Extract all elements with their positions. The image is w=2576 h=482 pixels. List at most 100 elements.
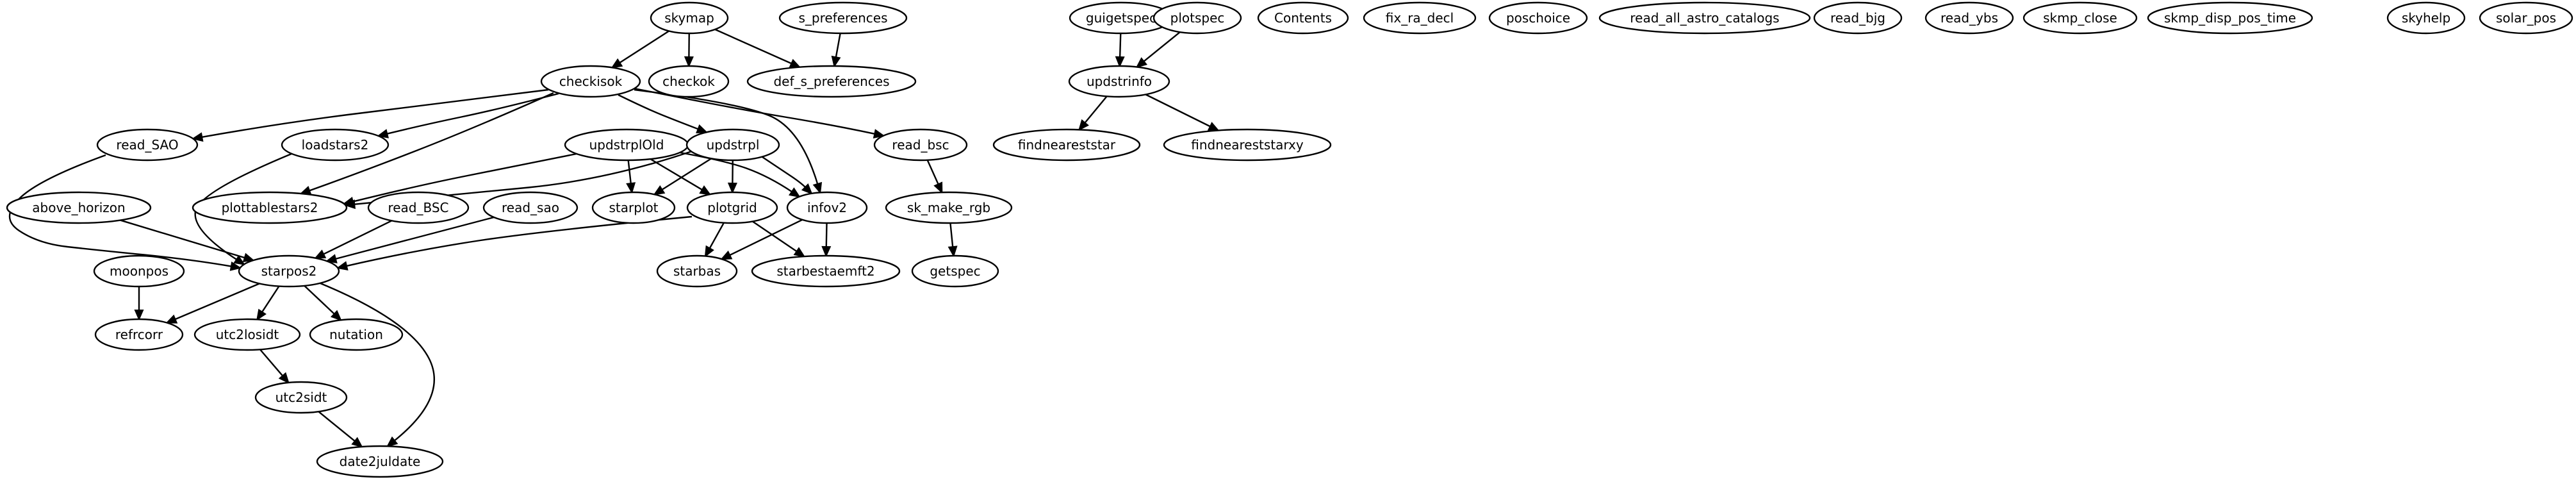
node-skmp_close: skmp_close	[2022, 1, 2138, 35]
node-label: read_bsc	[892, 137, 949, 153]
edge-s_preferences-to-def_s_preferences	[831, 33, 841, 68]
edge-line	[1083, 96, 1108, 124]
node-read_sao: read_sao	[482, 191, 578, 224]
edge-plotgrid-to-starbas	[704, 222, 725, 258]
node-Contents: Contents	[1257, 1, 1349, 35]
arrowhead	[242, 253, 255, 263]
edge-starpos2-to-utc2losidt	[256, 285, 280, 321]
node-moonpos: moonpos	[93, 254, 185, 288]
node-solar_pos: solar_pos	[2479, 1, 2573, 35]
node-label: read_all_astro_catalogs	[1630, 10, 1779, 26]
node-shape	[2022, 1, 2138, 35]
arrowhead	[134, 310, 144, 321]
node-starbestaemft2: starbestaemft2	[751, 254, 901, 288]
edge-guigetspec-to-updstrinfo	[1115, 33, 1125, 68]
node-shape	[1813, 1, 1903, 35]
node-shape	[2147, 1, 2313, 35]
node-shape	[6, 191, 152, 224]
edge-line	[304, 285, 336, 315]
edge-checkisok-to-read_bsc	[634, 87, 885, 139]
arrowhead	[377, 129, 389, 138]
edge-plotspec-to-updstrinfo	[1135, 31, 1181, 69]
node-shape	[2479, 1, 2573, 35]
node-label: utc2losidt	[216, 327, 279, 342]
node-updstrpl: updstrpl	[685, 128, 780, 162]
arrowhead	[343, 199, 356, 210]
node-updstrinfo: updstrinfo	[1068, 65, 1170, 98]
node-shape	[685, 128, 780, 162]
node-infov2: infov2	[786, 191, 868, 224]
edge-checkisok-to-read_SAO	[191, 88, 549, 142]
node-label: plottablestars2	[222, 200, 318, 215]
edge-line	[728, 219, 803, 256]
edge-line	[318, 411, 356, 442]
arrowhead	[1115, 56, 1125, 68]
node-utc2sidt: utc2sidt	[254, 381, 348, 414]
node-shape	[1924, 1, 2014, 35]
arrowhead	[801, 183, 813, 195]
edge-line	[120, 219, 246, 259]
node-label: skmp_disp_pos_time	[2164, 10, 2296, 26]
node-findneareststarxy: findneareststarxy	[1163, 128, 1332, 162]
node-label: starbestaemft2	[776, 263, 874, 279]
node-date2juldate: date2juldate	[316, 445, 444, 478]
node-shape	[367, 191, 470, 224]
node-utc2losidt: utc2losidt	[193, 318, 301, 351]
node-shape	[1163, 128, 1332, 162]
edge-line	[308, 92, 554, 192]
edge-line	[650, 158, 703, 191]
node-plottablestars2: plottablestars2	[192, 191, 348, 224]
edge-infov2-to-starbestaemft2	[821, 222, 832, 258]
edge-updstrpl-to-plotgrid	[727, 160, 737, 194]
edge-line	[201, 88, 549, 138]
node-shape	[1598, 1, 1811, 35]
node-skymap: skymap	[650, 1, 729, 35]
edge-line	[660, 158, 712, 191]
arrowhead	[789, 187, 801, 198]
edge-line	[352, 153, 577, 203]
edge-updstrinfo-to-findneareststarxy	[1145, 94, 1220, 131]
edge-line	[709, 222, 725, 249]
arrowhead	[278, 372, 290, 384]
node-shape	[1363, 1, 1477, 35]
node-label: utc2sidt	[275, 390, 327, 405]
node-shape	[94, 318, 184, 351]
node-shape	[254, 381, 348, 414]
edge-plotgrid-to-starbestaemft2	[751, 220, 806, 258]
node-shape	[540, 65, 641, 98]
edge-skymap-to-def_s_preferences	[714, 28, 801, 68]
node-shape	[309, 318, 404, 351]
node-guigetspec: guigetspec	[1069, 1, 1174, 35]
arrowhead	[933, 181, 943, 194]
edge-starpos2-to-nutation	[304, 285, 342, 322]
arrowhead	[386, 436, 398, 447]
edge-read_SAO-to-starpos2	[8, 154, 242, 271]
node-shape	[591, 191, 676, 224]
edge-skymap-to-checkok	[684, 33, 694, 68]
node-label: updstrpl	[707, 137, 760, 153]
edge-line	[714, 28, 792, 65]
node-shape	[482, 191, 578, 224]
node-label: read_ybs	[1940, 10, 1998, 26]
node-shape	[873, 128, 968, 162]
node-updstrplOld: updstrplOld	[564, 128, 689, 162]
edge-line	[835, 33, 841, 58]
node-label: loadstars2	[302, 137, 369, 153]
node-plotgrid: plotgrid	[686, 191, 778, 224]
arrowhead	[727, 182, 737, 194]
node-skyhelp: skyhelp	[2386, 1, 2466, 35]
edge-updstrpl-to-starplot	[653, 158, 712, 195]
node-label: date2juldate	[340, 454, 421, 469]
node-shape	[316, 445, 444, 478]
node-label: read_SAO	[116, 137, 178, 153]
edge-checkisok-to-updstrpl	[618, 94, 709, 133]
arrowhead	[1078, 119, 1089, 131]
node-shape	[686, 191, 778, 224]
arrowhead	[336, 261, 349, 271]
edge-line	[825, 222, 828, 248]
node-shape	[192, 191, 348, 224]
node-shape	[911, 254, 999, 288]
edge-starpos2-to-date2juldate	[320, 282, 435, 447]
node-label: Contents	[1274, 10, 1332, 26]
